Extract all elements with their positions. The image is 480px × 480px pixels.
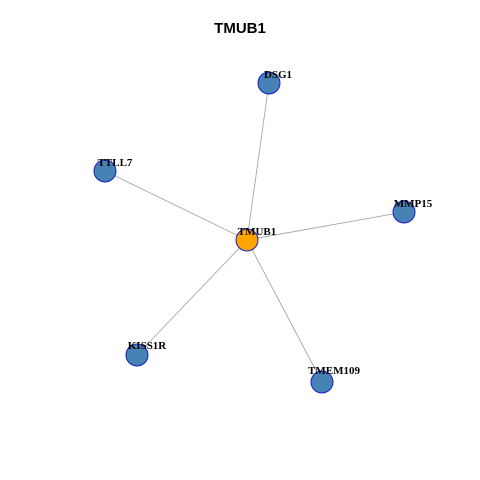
node-label-kiss1r: KISS1R [128, 340, 168, 352]
node-label-tmem109: TMEM109 [308, 365, 360, 377]
node-dsg1 [257, 71, 281, 95]
node-layer [93, 71, 416, 394]
edge-tmub1-tmem109 [246, 239, 323, 383]
node-label-mmp15: MMP15 [394, 198, 433, 210]
edge-tmub1-kiss1r [136, 239, 248, 356]
edge-tmub1-mmp15 [246, 211, 405, 241]
graph-title: TMUB1 [214, 20, 266, 37]
edge-tmub1-ttll7 [104, 170, 248, 241]
edge-layer [104, 82, 405, 383]
node-label-dsg1: DSG1 [264, 69, 292, 81]
node-label-ttll7: TTLL7 [98, 157, 133, 169]
node-mmp15 [392, 200, 416, 224]
node-ttll7 [93, 159, 117, 183]
node-kiss1r [125, 343, 149, 367]
edge-tmub1-dsg1 [246, 82, 270, 241]
node-tmem109 [310, 370, 334, 394]
node-tmub1 [235, 228, 259, 252]
node-label-tmub1: TMUB1 [238, 226, 277, 238]
